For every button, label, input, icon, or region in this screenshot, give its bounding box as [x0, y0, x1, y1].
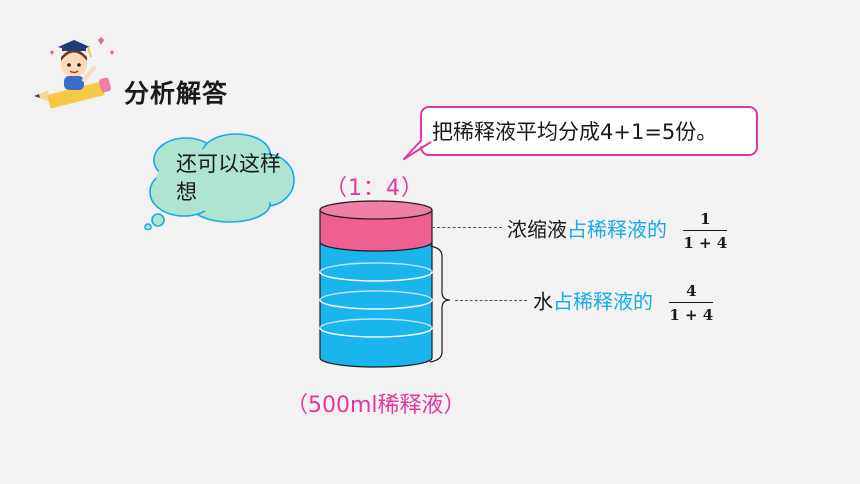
- concentrate-relation: 占稀释液的: [567, 217, 667, 242]
- water-term: 水: [533, 289, 553, 314]
- callout-text: 把稀释液平均分成4+1=5份。: [432, 120, 718, 144]
- speech-callout: [420, 106, 758, 156]
- concentrate-fraction-label: 浓缩液占稀释液的 1 1 + 4: [507, 210, 728, 252]
- water-relation: 占稀释液的: [553, 289, 653, 314]
- fraction-bar: [669, 302, 714, 303]
- water-denominator: 1 + 4: [669, 306, 714, 324]
- water-fraction-label: 水占稀释液的 4 1 + 4: [533, 282, 714, 324]
- thought-bubble-text: 还可以这样想: [176, 152, 281, 204]
- water-numerator: 4: [686, 282, 697, 300]
- cylinder-caption: （500ml稀释液）: [286, 393, 466, 418]
- callout-tail: [402, 138, 432, 160]
- thought-cloud-icon: [140, 130, 300, 231]
- water-leader-line: [455, 300, 527, 301]
- concentrate-leader-line: [432, 227, 502, 228]
- water-fraction: 4 1 + 4: [669, 282, 714, 324]
- cylinder-diagram: [310, 196, 480, 372]
- concentrate-denominator: 1 + 4: [683, 234, 728, 252]
- fraction-bar: [683, 230, 728, 231]
- mascot-pencil-icon: [28, 30, 120, 112]
- concentrate-term: 浓缩液: [507, 217, 567, 242]
- concentrate-numerator: 1: [700, 210, 711, 228]
- section-heading: 分析解答: [124, 79, 229, 108]
- concentrate-fraction: 1 1 + 4: [683, 210, 728, 252]
- ratio-label: （1：4）: [325, 176, 424, 201]
